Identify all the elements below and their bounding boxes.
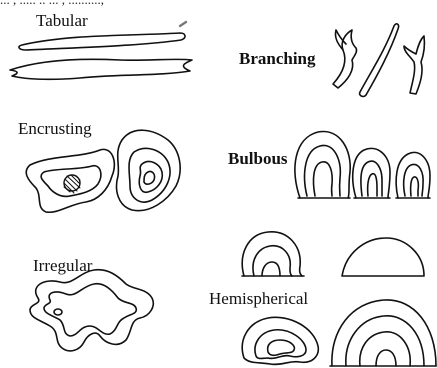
encrusting-right-ring-2 (129, 148, 170, 202)
bulbous-shapes (295, 132, 430, 198)
tabular-lower-layer (10, 59, 192, 79)
bulbous-2-mid (361, 161, 382, 196)
encrusting-shapes (26, 130, 180, 212)
tabular-speck (180, 22, 186, 26)
bulbous-3-inner (411, 177, 419, 196)
label-bulbous: Bulbous (228, 150, 288, 167)
tabular-shapes (10, 22, 192, 79)
bulbous-2-outer (353, 148, 390, 198)
encrusting-left-inner (41, 166, 101, 197)
encrusting-right-ring-3 (139, 162, 162, 193)
label-irregular: Irregular (33, 257, 92, 274)
irregular-outer (30, 270, 153, 351)
hemi-1-inner (253, 246, 292, 276)
hemi-1-outer (242, 232, 302, 276)
bulbous-1-inner (313, 162, 332, 196)
irregular-inner (44, 284, 136, 336)
hemi-4-mid (346, 316, 424, 366)
irregular-shapes (30, 270, 153, 351)
label-tabular: Tabular (36, 12, 88, 29)
branching-colony-3 (404, 36, 424, 94)
branching-colony-1-arm (335, 30, 346, 50)
encrusting-left-outer (26, 149, 114, 212)
irregular-spot (54, 309, 62, 315)
hemi-4-core (376, 350, 396, 366)
hemi-1-core (262, 262, 280, 276)
bulbous-2-inner (368, 174, 377, 196)
branching-colony-2 (360, 24, 399, 97)
hemi-2-dome (342, 238, 424, 276)
label-encrusting: Encrusting (18, 120, 92, 137)
hemi-4-inner (360, 332, 410, 366)
branching-shapes (333, 24, 424, 97)
encrusting-right-ring-4 (144, 171, 155, 184)
bulbous-1-outer (295, 132, 350, 198)
hemi-4-outer (332, 300, 436, 366)
bulbous-3-outer (396, 152, 430, 198)
bulbous-1-mid (305, 145, 341, 196)
label-hemispherical: Hemispherical (209, 290, 308, 307)
hemi-3-core (268, 340, 295, 355)
bulbous-3-mid (404, 164, 423, 196)
label-branching: Branching (239, 50, 316, 67)
tabular-upper-layer (19, 33, 185, 50)
